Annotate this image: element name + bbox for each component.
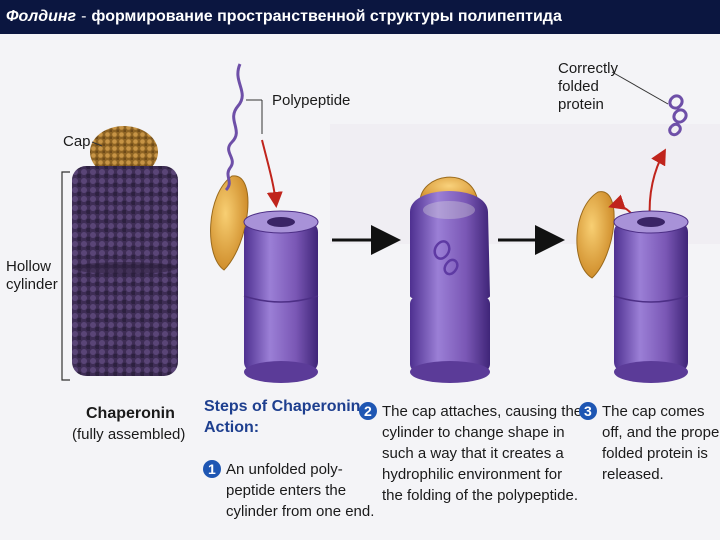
step-2-line-3: such a way that it creates a [382, 445, 564, 462]
hollow-cylinder-label-1: Hollow [6, 258, 51, 275]
folding-protein [433, 240, 459, 276]
stage-1: Polypeptide [210, 63, 350, 383]
title-bar: Фолдинг - формирование пространственной … [0, 0, 720, 34]
step-1-number: 1 [208, 461, 216, 477]
chaperonin-diagram: Cap Hollow cylinder Chaperonin (fully as… [0, 34, 720, 540]
cap-pointer [91, 141, 103, 147]
hollow-cylinder-label-2: cylinder [6, 276, 58, 293]
steps-header-1: Steps of Chaperonin [204, 398, 360, 415]
step-1-line-2: peptide enters the [226, 482, 346, 499]
folded-protein [668, 94, 688, 137]
correctly-folded-label-3: protein [558, 96, 604, 113]
step-2-line-2: cylinder to change shape in [382, 424, 565, 441]
steps-header-2: Action: [204, 419, 259, 436]
polypeptide-strand [224, 63, 244, 192]
title-separator: - [81, 8, 87, 25]
step-2-line-5: the folding of the polypeptide. [382, 487, 578, 504]
step-2-line-1: The cap attaches, causing the [382, 403, 582, 420]
polypeptide-label: Polypeptide [272, 92, 350, 109]
stage-2 [410, 176, 490, 383]
entry-arrow [261, 139, 283, 208]
fully-assembled-label: (fully assembled) [72, 426, 185, 443]
step-3-line-2: off, and the properly [602, 424, 720, 441]
step-3-line-3: folded protein is [602, 445, 708, 462]
cap-release-arrow [608, 194, 633, 215]
correctly-folded-pointer [611, 71, 669, 105]
correctly-folded-label-1: Correctly [558, 60, 619, 77]
step-2-line-4: hydrophilic environment for [382, 466, 562, 483]
chaperonin-model [72, 126, 178, 376]
step-1-line-3: cylinder from one end. [226, 503, 374, 520]
title-text: формирование пространственной структуры … [91, 8, 562, 25]
step-1-badge [203, 460, 221, 478]
step-2-number: 2 [364, 403, 372, 419]
correctly-folded-label-2: folded [558, 78, 599, 95]
step-3-number: 3 [584, 403, 592, 419]
title-lead: Фолдинг [6, 8, 77, 25]
step-3-line-4: released. [602, 466, 664, 483]
hollow-cylinder-bracket [61, 171, 70, 381]
step-2-badge [359, 402, 377, 420]
chaperonin-label: Chaperonin [86, 405, 175, 422]
step-1-line-1: An unfolded poly- [226, 461, 343, 478]
step-3-badge [579, 402, 597, 420]
step-3-line-1: The cap comes [602, 403, 705, 420]
detached-cap-1 [210, 175, 249, 271]
stage-3: Correctly folded protein [558, 60, 689, 383]
cap-label: Cap [63, 133, 91, 150]
